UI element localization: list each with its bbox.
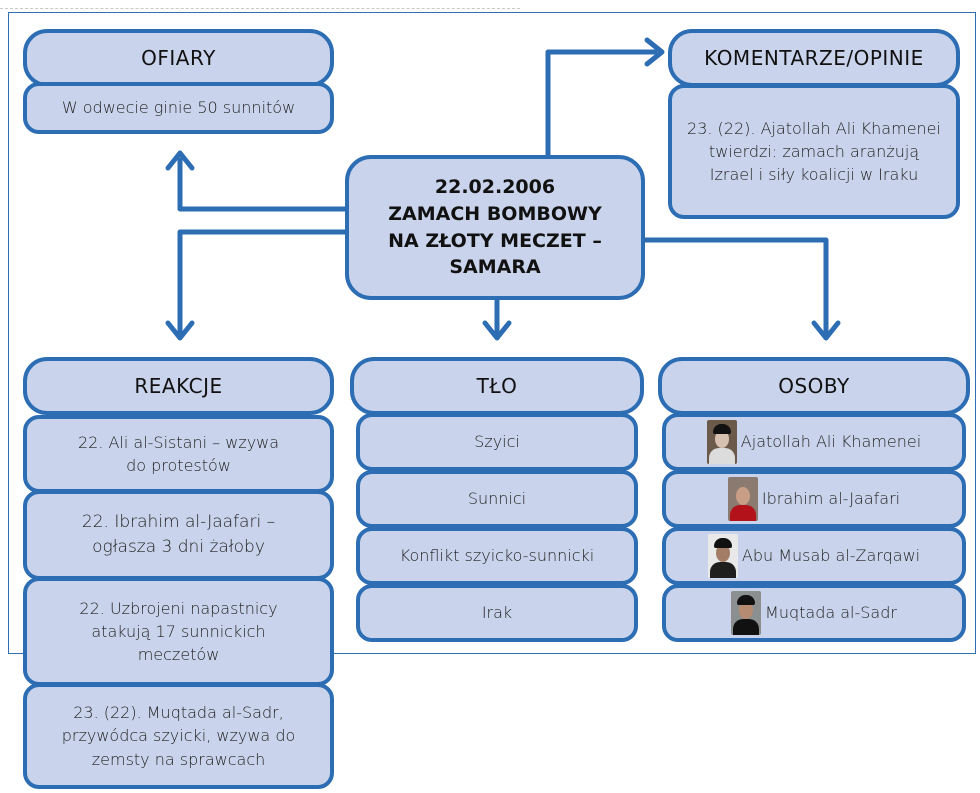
tlo-item-szyici: Szyici — [356, 413, 638, 471]
osoby-item-sadr: Muqtada al-Sadr — [662, 584, 966, 642]
osoby-header: OSOBY — [658, 357, 970, 415]
portrait-jaafari-icon — [727, 477, 758, 521]
top-dashed-line — [0, 0, 520, 9]
ofiary-item: W odwecie ginie 50 sunnitów — [23, 82, 334, 134]
reakcje-item-4: 23. (22). Muqtada al-Sadr, przywódca szy… — [23, 683, 334, 789]
reakcje-header: REAKCJE — [23, 357, 334, 415]
arrow-to-ofiary — [177, 157, 355, 212]
osoby-name: Ibrahim al-Jaafari — [761, 489, 901, 509]
ofiary-header: OFIARY — [23, 29, 334, 87]
osoby-item-zarqawi: Abu Musab al-Zarqawi — [662, 527, 966, 585]
reakcje-item-3: 22. Uzbrojeni napastnicy atakują 17 sunn… — [23, 577, 334, 686]
arrowhead-reakcje — [165, 320, 195, 341]
arrowhead-tlo — [482, 320, 512, 341]
osoby-name: Ajatollah Ali Khamenei — [740, 432, 922, 452]
arrow-to-osoby — [642, 237, 829, 335]
portrait-khamenei-icon — [706, 420, 737, 464]
osoby-name: Abu Musab al-Zarqawi — [741, 546, 921, 566]
arrowhead-komentarze — [644, 37, 665, 67]
osoby-name: Muqtada al-Sadr — [765, 603, 897, 623]
arrow-to-reakcje — [177, 229, 355, 335]
portrait-zarqawi-icon — [707, 534, 738, 578]
reakcje-item-2: 22. Ibrahim al-Jaafari – ogłasza 3 dni ż… — [23, 490, 334, 580]
tlo-header: TŁO — [350, 357, 644, 415]
tlo-item-konflikt: Konflikt szyicko-sunnicki — [356, 527, 638, 585]
osoby-item-khamenei: Ajatollah Ali Khamenei — [662, 413, 966, 471]
tlo-item-sunnici: Sunnici — [356, 470, 638, 528]
komentarze-header: KOMENTARZE/OPINIE — [668, 29, 960, 87]
arrowhead-ofiary — [165, 150, 195, 171]
komentarze-item: 23. (22). Ajatollah Ali Khamenei twierdz… — [668, 84, 960, 219]
central-event-box: 22.02.2006 ZAMACH BOMBOWY NA ZŁOTY MECZE… — [345, 155, 645, 300]
center-line-3: SAMARA — [449, 256, 541, 279]
osoby-item-jaafari: Ibrahim al-Jaafari — [662, 470, 966, 528]
arrowhead-osoby — [811, 320, 841, 341]
center-line-2: NA ZŁOTY MECZET – — [388, 229, 602, 252]
arrow-to-komentarze — [545, 49, 658, 161]
portrait-sadr-icon — [731, 591, 762, 635]
center-line-1: ZAMACH BOMBOWY — [388, 202, 602, 225]
tlo-item-irak: Irak — [356, 584, 638, 642]
center-line-date: 22.02.2006 — [434, 176, 556, 199]
reakcje-item-1: 22. Ali al-Sistani – wzywa do protestów — [23, 415, 334, 493]
